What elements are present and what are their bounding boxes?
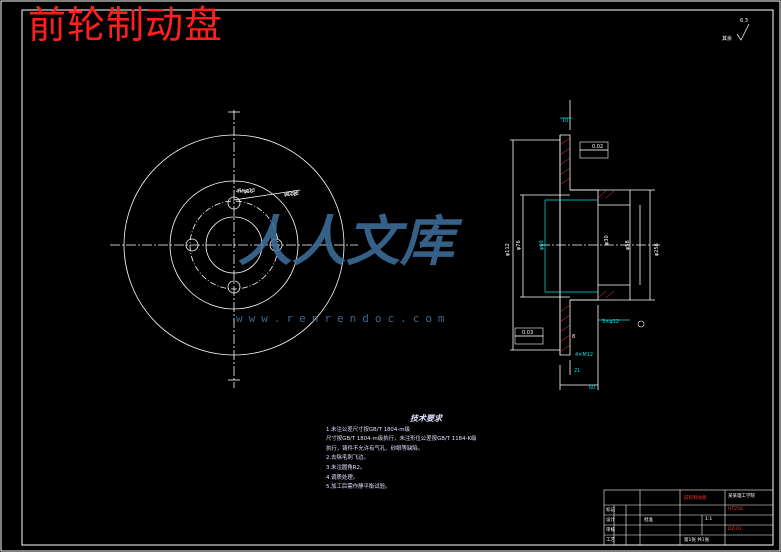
dim-pcd: φ108 <box>284 192 297 198</box>
tolerance-frames <box>514 141 609 345</box>
watermark-text: 人人文库 <box>238 210 454 273</box>
dim-112: φ112 <box>505 243 511 256</box>
dim-8: 8 <box>572 334 575 340</box>
drawing-title: 前轮制动盘 <box>28 3 224 47</box>
dim-holes: 4×φ13 <box>236 189 253 195</box>
tech-line: 3.未注圆角R2。 <box>326 464 366 471</box>
tb-row-mark: 标记 <box>606 508 615 513</box>
section-view <box>510 100 660 390</box>
tol-1: 0.02 <box>592 144 603 150</box>
section-dim-labels: 10 φ30 φ58 φ112 φ256 φ76 φ60 8 3×φ12 4×M… <box>505 118 660 391</box>
tech-heading: 技术要求 <box>410 414 442 423</box>
dim-3holes: 3×φ12 <box>602 319 619 325</box>
tech-line: 1.未注公差尺寸按GB/T 1804-m级 <box>326 426 410 433</box>
tech-line: 5.加工后需作静平衡试验。 <box>326 484 391 491</box>
dim-60: φ60 <box>539 240 545 250</box>
tb-school: 某某理工学院 <box>728 494 755 499</box>
tb-scale: 1:1 <box>705 517 713 522</box>
dim-256: φ256 <box>654 243 660 256</box>
roughness-value: 6.3 <box>740 18 748 24</box>
tb-row-design: 设计 <box>606 518 615 523</box>
tb-row-approve: 批准 <box>644 518 653 523</box>
dim-76: φ76 <box>516 240 522 250</box>
watermark-url: www.renrendoc.com <box>236 312 451 325</box>
tb-row-review: 审核 <box>606 528 615 533</box>
tech-line: 尺寸按GB/T 1804-m级执行，未注形位公差按GB/T 1184-K级 <box>326 436 477 443</box>
dim-58: φ58 <box>625 240 631 250</box>
tech-line: 2.去除毛刺飞边。 <box>326 455 369 462</box>
tech-line: 执行，铸件不允许有气孔、砂眼等缺陷。 <box>326 445 424 452</box>
dim-10: 10 <box>562 118 568 124</box>
roughness-note: 其余 <box>722 35 732 42</box>
section-dims <box>544 117 630 321</box>
tb-row-process: 工艺 <box>606 538 615 543</box>
tol-2: 0.03 <box>522 330 533 336</box>
front-dim-holes: 4×φ13 <box>238 188 256 194</box>
front-view <box>110 110 358 388</box>
datum-marker <box>637 320 645 328</box>
dim-m12: 4×M12 <box>575 352 593 358</box>
tech-requirements: 技术要求 1.未注公差尺寸按GB/T 1804-m级 尺寸按GB/T 1804-… <box>326 414 526 493</box>
dim-30: φ30 <box>604 235 610 245</box>
tb-drawing-no: DZ-01 <box>728 527 742 532</box>
title-block <box>603 489 774 546</box>
tb-part-name: 前轮制动盘 <box>684 496 707 501</box>
section-hatch <box>559 137 615 353</box>
dim-60b: 60 <box>589 385 595 391</box>
dim-21: 21 <box>574 368 580 374</box>
tech-line: 4.调质处理。 <box>326 474 359 481</box>
roughness-mark <box>736 23 750 41</box>
tb-sheet: 第1张 共1张 <box>684 538 710 543</box>
tb-material: HT250 <box>728 507 743 512</box>
front-dim-pcd: φ108 <box>286 191 299 197</box>
inner-border <box>21 9 774 546</box>
